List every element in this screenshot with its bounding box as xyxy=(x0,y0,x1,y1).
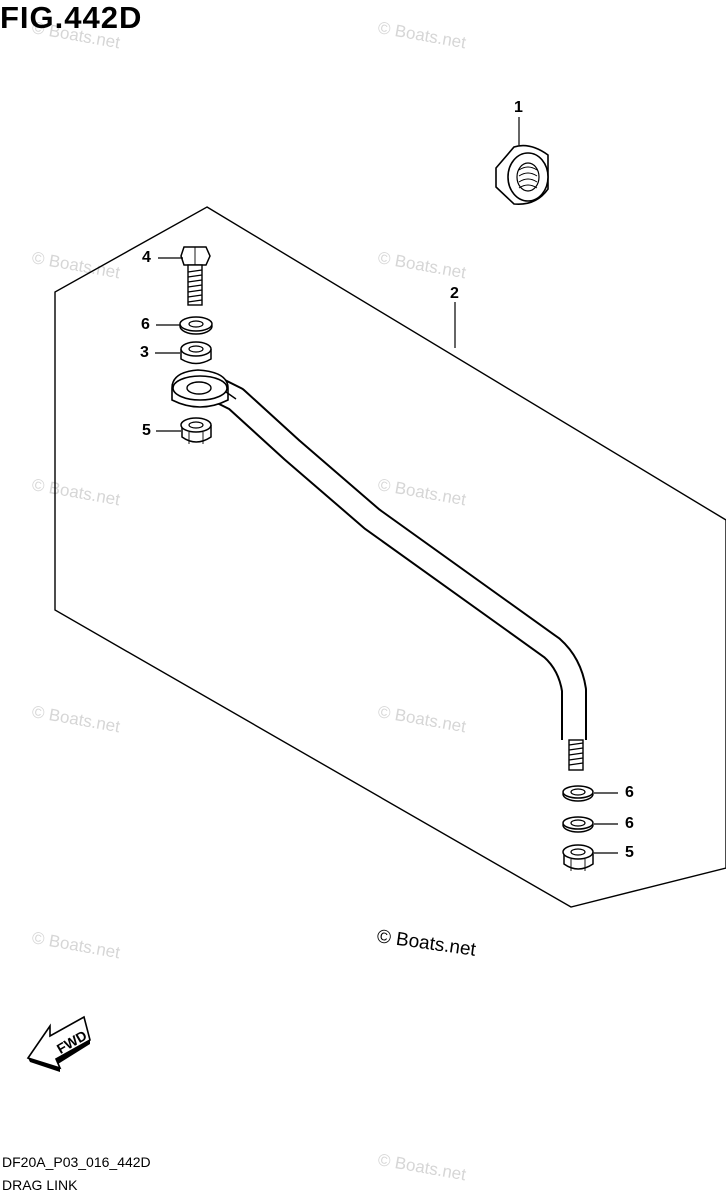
figure-name: DRAG LINK xyxy=(2,1177,78,1193)
callout-6[interactable]: 6 xyxy=(141,316,150,333)
washer-icon[interactable] xyxy=(562,816,594,833)
callout-5[interactable]: 5 xyxy=(625,844,634,861)
bushing-icon[interactable] xyxy=(180,341,212,365)
nut-icon[interactable] xyxy=(180,417,212,444)
washer-icon[interactable] xyxy=(562,785,594,802)
callout-2[interactable]: 2 xyxy=(450,285,459,302)
callout-1[interactable]: 1 xyxy=(514,99,523,116)
drag-link-rod-icon[interactable] xyxy=(171,369,587,771)
bolt-icon[interactable] xyxy=(180,246,211,306)
forward-arrow-icon: FWD xyxy=(26,1015,91,1072)
callout-5[interactable]: 5 xyxy=(142,422,151,439)
callout-3[interactable]: 3 xyxy=(140,344,149,361)
figure-code: DF20A_P03_016_442D xyxy=(2,1154,151,1170)
callout-6[interactable]: 6 xyxy=(625,815,634,832)
nut-icon[interactable] xyxy=(562,844,594,871)
cap-nut-icon[interactable] xyxy=(495,144,549,206)
assembly-group-outline xyxy=(54,206,726,908)
callout-6[interactable]: 6 xyxy=(625,784,634,801)
callout-4[interactable]: 4 xyxy=(142,249,151,266)
figure-title: FIG.442D xyxy=(0,0,143,35)
washer-icon[interactable] xyxy=(179,316,213,335)
